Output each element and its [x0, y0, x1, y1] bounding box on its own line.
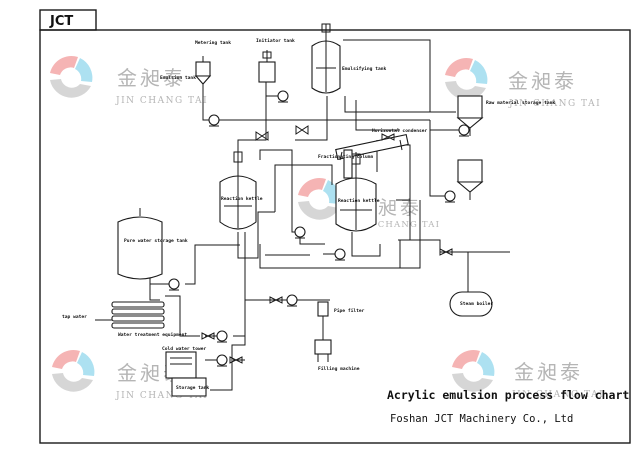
watermark-latin: JIN CHANG TAI [115, 96, 208, 106]
reaction-kettle-left [219, 150, 257, 230]
watermark-logo [52, 349, 95, 392]
reaction-kettle-right-label: Reaction kettle [338, 198, 380, 204]
pump-icon [216, 330, 228, 343]
storage-tank-label: Storage tank [176, 385, 209, 391]
watermark-chinese: 金昶泰 [117, 66, 186, 90]
watermark-latin: JIN CHANG TAI [115, 391, 208, 401]
cold-water-tower [165, 351, 197, 379]
metering-tank-label: Metering tank [195, 40, 231, 46]
watermark-chinese: 金昶泰 [514, 360, 583, 384]
raw-material-storage-tank [456, 95, 484, 136]
pipe-filter-label: Pipe filter [334, 308, 365, 314]
logo-box [39, 9, 97, 31]
tap-water-label: tap water [62, 314, 87, 320]
raw-material-storage-tank [456, 159, 484, 200]
horizontal-condenser-label: Horizontal condenser [372, 128, 428, 134]
company-name: Foshan JCT Machinery Co., Ltd [390, 413, 573, 425]
raw-material-storage-tank-label: Raw material storage tank [486, 100, 555, 106]
steam-boiler-label: Steam boiler [460, 301, 493, 307]
pump-icon [458, 124, 470, 137]
watermark-latin: JIN CHANG TAI [508, 99, 601, 109]
pump-icon [444, 190, 456, 203]
watermark-logo [50, 55, 93, 98]
valve-icon [381, 133, 395, 141]
emulsifying-tank-label: Emulsifying tank [342, 66, 386, 72]
pump-icon [208, 114, 220, 127]
pump-icon [216, 354, 228, 367]
filling-machine-label: Filling machine [318, 366, 360, 372]
valve-icon [295, 125, 309, 135]
reaction-kettle-left-label: Reaction kettle [221, 196, 263, 202]
pump-icon [168, 278, 180, 291]
valve-icon [439, 248, 453, 256]
pump-icon [334, 248, 346, 261]
watermark-logo [452, 349, 495, 392]
watermark-latin: JIN CHANG TAI [511, 390, 604, 400]
pure-water-storage-tank-label: Pure water storage tank [124, 238, 188, 244]
water-treatment-equipment [111, 301, 165, 329]
pump-icon [286, 294, 298, 307]
emulsion-tank-small-label: Emulsion tank [160, 75, 196, 81]
steam-boiler [449, 286, 493, 317]
valve-icon [255, 131, 269, 141]
water-treatment-label: Water treatment equipment [118, 332, 187, 338]
valve-icon [201, 332, 215, 340]
emulsifying-tank [311, 23, 341, 94]
horizontal-condenser [335, 133, 409, 161]
fractionating-column-label: Fractionating column [318, 154, 374, 160]
valve-icon [269, 296, 283, 304]
filling-machine [314, 339, 332, 362]
pipe-filter [317, 301, 329, 340]
pump-icon [294, 226, 306, 239]
pump-icon [277, 90, 289, 103]
logo-text: JCT [49, 14, 73, 29]
watermark-logo [445, 57, 488, 100]
initiator-tank [258, 50, 276, 83]
chart-title: Acrylic emulsion process flow chart [387, 388, 629, 402]
metering-tank [194, 56, 212, 85]
cold-water-tower-label: Cold water tower [162, 346, 206, 352]
watermark-latin: JIN CHANG TAI [355, 220, 440, 230]
watermark-logo [298, 177, 341, 220]
watermark-chinese: 金昶泰 [508, 69, 577, 93]
diagram-border [39, 29, 631, 444]
initiator-tank-label: Initiator tank [256, 38, 295, 44]
storage-tank [171, 377, 207, 397]
pure-water-storage-tank [117, 208, 163, 280]
reaction-kettle-right [335, 152, 377, 232]
valve-icon [229, 356, 243, 364]
